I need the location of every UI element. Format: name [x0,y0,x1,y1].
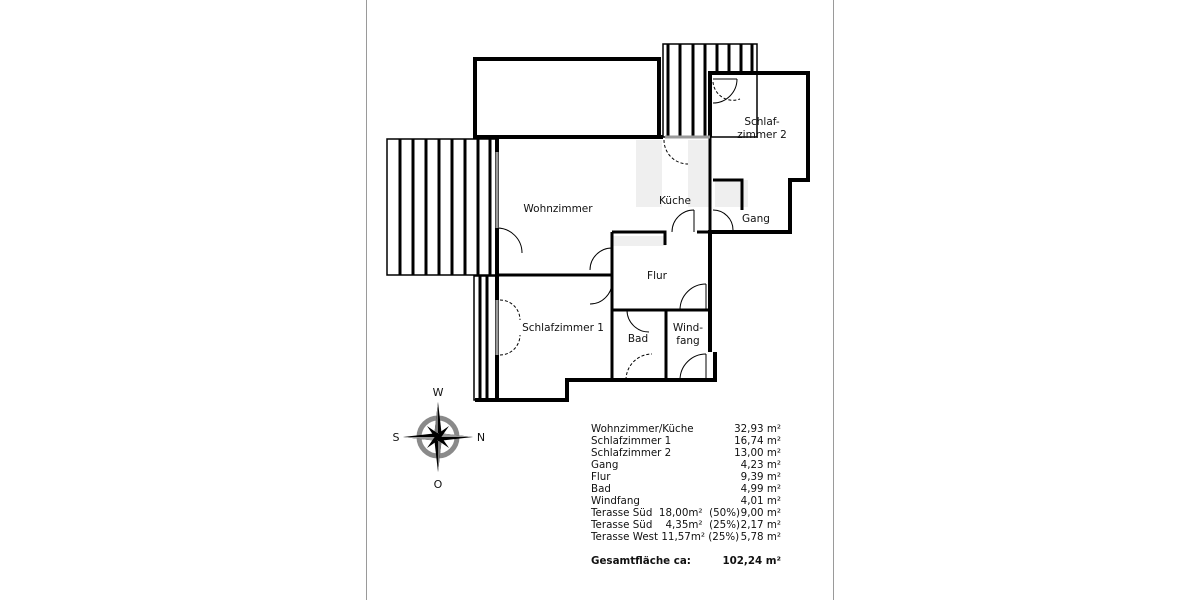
svg-text:fang: fang [676,335,699,347]
svg-text:Küche: Küche [659,195,691,207]
svg-text:zimmer 2: zimmer 2 [737,129,787,141]
area-row: Terasse West 11,57m² (25%)5,78 m² [591,531,781,543]
svg-text:Bad: Bad [628,333,648,345]
svg-text:Schlafzimmer 1: Schlafzimmer 1 [522,322,604,334]
doors [496,78,741,381]
annex-box [473,57,661,139]
svg-text:Wind-: Wind- [673,322,703,334]
area-row: Terasse Süd 18,00m² (50%)9,00 m² [591,507,781,519]
area-row: Terasse Süd 4,35m² (25%)2,17 m² [591,519,781,531]
terrace-west [386,138,497,276]
svg-text:Flur: Flur [647,270,668,282]
total-area-row: Gesamtfläche ca:102,24 m² [591,555,781,567]
svg-text:N: N [477,431,485,444]
terrace-sued-small [473,275,497,401]
svg-text:O: O [434,478,443,491]
interior-walls [497,137,744,380]
svg-text:Wohnzimmer: Wohnzimmer [523,203,593,215]
svg-text:W: W [433,386,444,399]
svg-text:Schlaf-: Schlaf- [744,116,780,128]
compass-icon: W O S N [393,386,486,491]
room-labels: Wohnzimmer Küche Schlaf- zimmer 2 Gang F… [522,116,787,347]
svg-text:S: S [393,431,400,444]
windows [495,135,710,355]
svg-text:Gang: Gang [742,213,770,225]
